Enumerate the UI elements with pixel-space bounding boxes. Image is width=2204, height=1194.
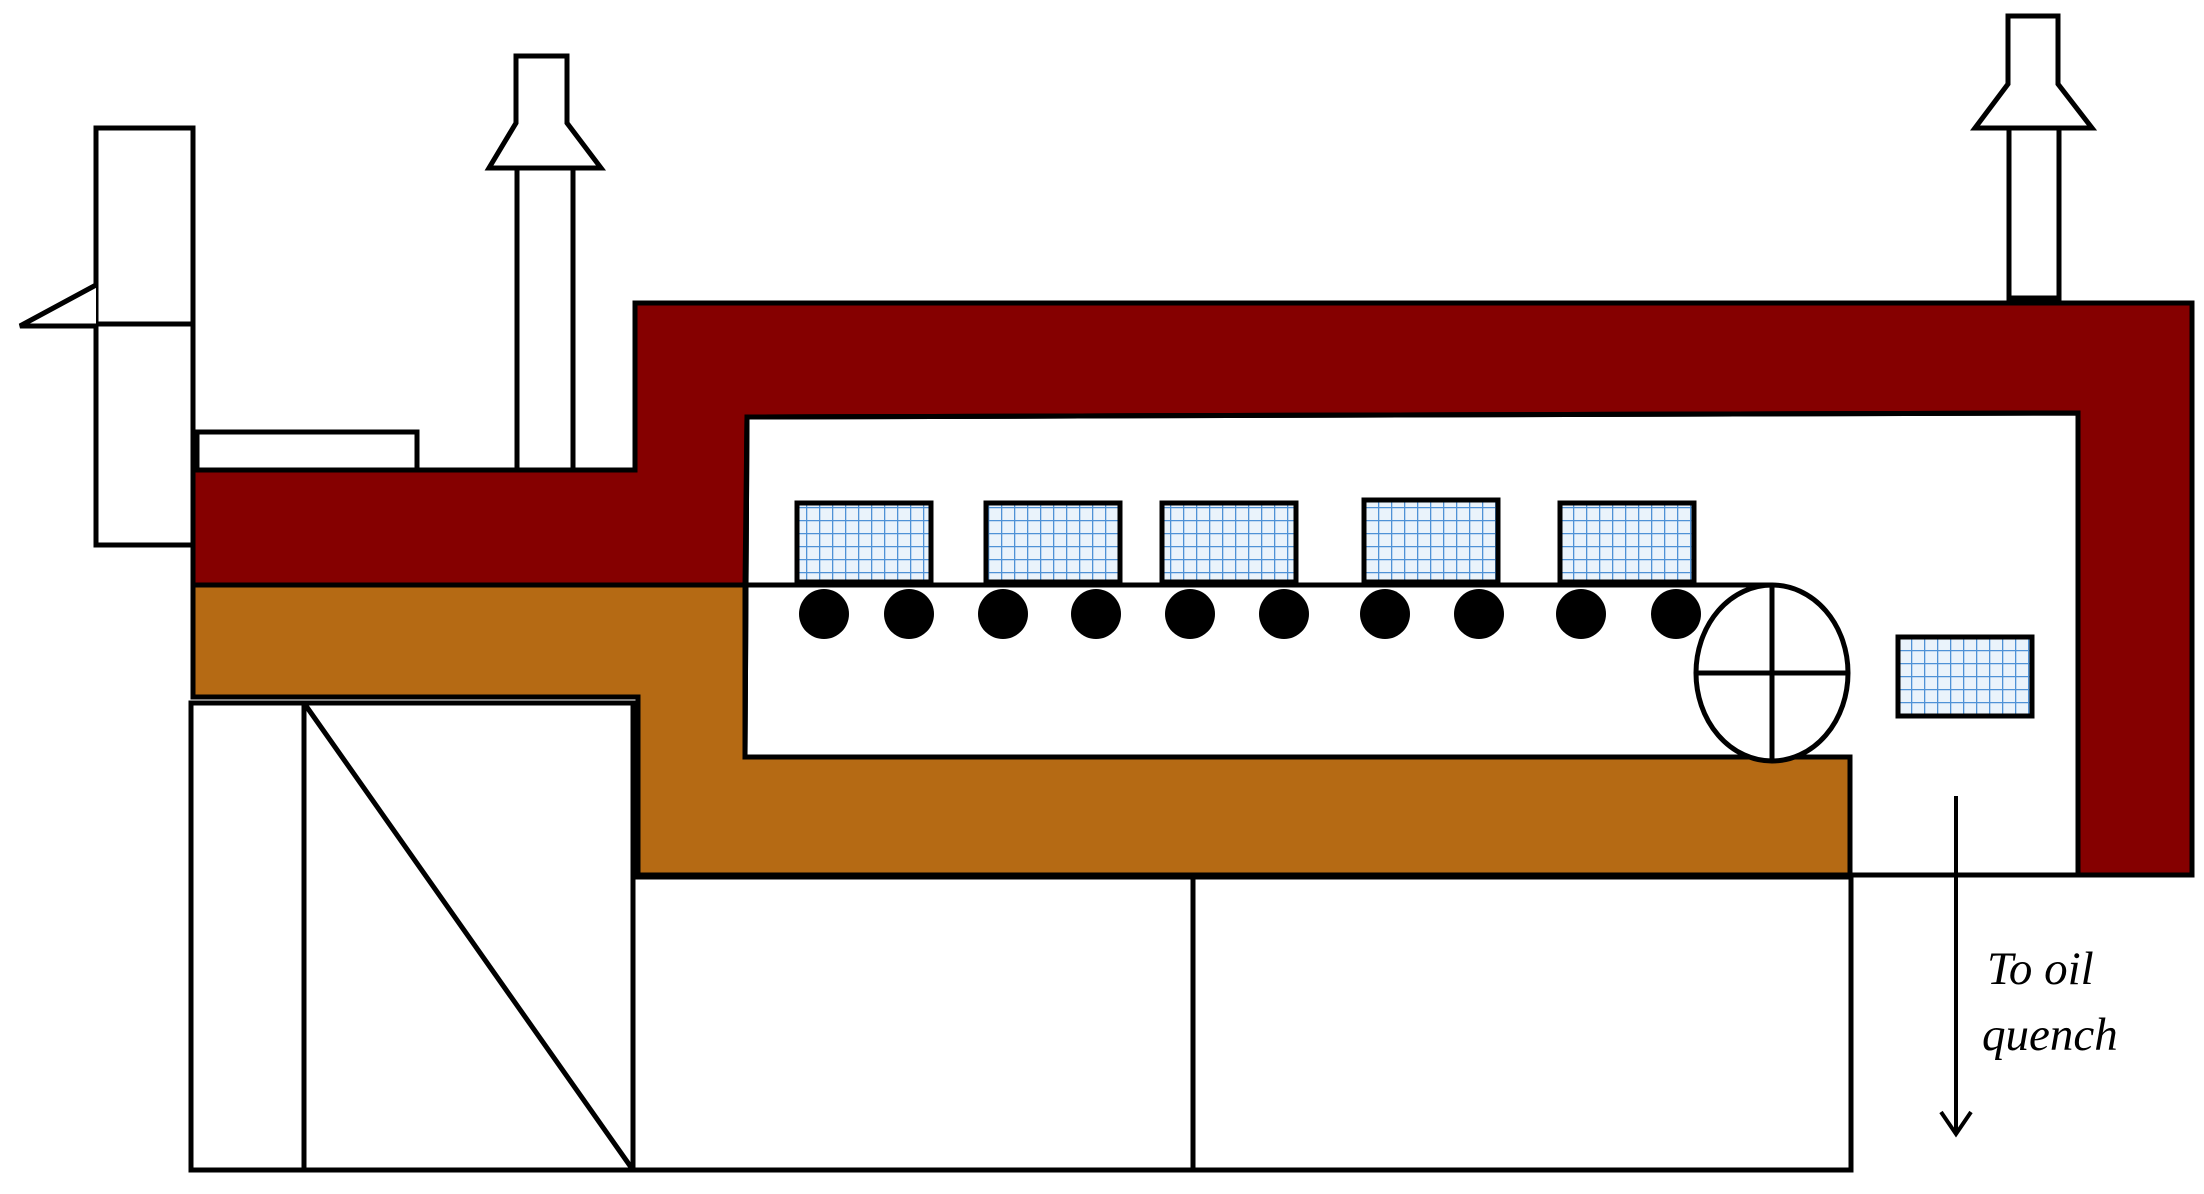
vestibule-upper <box>93 125 196 327</box>
top-housing-left <box>194 429 420 473</box>
basket <box>983 500 1123 585</box>
roller <box>978 589 1028 639</box>
roller <box>1556 589 1606 639</box>
vestibule-lower <box>93 321 196 548</box>
roller <box>884 589 934 639</box>
down-arrow <box>1939 796 1973 1138</box>
diagonal-brace <box>301 701 636 1172</box>
basket <box>1557 500 1697 585</box>
roller <box>1454 589 1504 639</box>
base-cabinet-middle <box>630 874 1196 1173</box>
roller <box>1259 589 1309 639</box>
chamber-wall-left <box>742 410 2081 875</box>
vestibule-flap <box>18 282 98 329</box>
basket <box>794 500 934 585</box>
roller <box>1360 589 1410 639</box>
roller <box>1165 589 1215 639</box>
roller-group <box>799 589 1701 639</box>
exhaust-chimney-right <box>1970 13 2098 301</box>
drive-drum <box>1693 582 1851 764</box>
basket <box>1361 497 1501 585</box>
basket-to-quench <box>1895 634 2035 719</box>
base-cabinet-right <box>1190 874 1854 1173</box>
roller <box>799 589 849 639</box>
roller <box>1651 589 1701 639</box>
base-cabinet-left <box>188 700 307 1173</box>
basket-group <box>794 497 1697 585</box>
quench-label-line2: quench <box>1982 1009 2118 1061</box>
basket <box>1159 500 1299 585</box>
quench-label-line1: To oil <box>1987 943 2094 995</box>
roller <box>1071 589 1121 639</box>
exhaust-chimney-middle <box>484 53 607 473</box>
